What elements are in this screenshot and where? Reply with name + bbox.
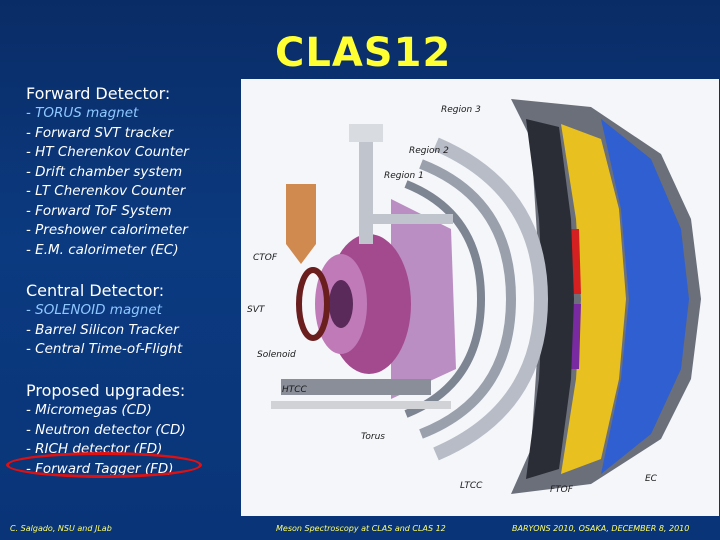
beam-pipe: [329, 280, 353, 328]
label-region1: Region 1: [384, 171, 424, 181]
list-item: - E.M. calorimeter (EC): [26, 241, 179, 258]
label-ltcc: LTCC: [460, 481, 483, 491]
central-detector-heading: Central Detector:: [26, 281, 165, 300]
list-item: - HT Cherenkov Counter: [26, 144, 189, 160]
label-htcc: HTCC: [282, 385, 308, 395]
cryostat-top: [349, 124, 383, 142]
label-ftof: FTOF: [550, 485, 574, 495]
label-solenoid: Solenoid: [257, 350, 296, 360]
support-rail: [271, 401, 451, 409]
drift-chamber-region2: [419, 159, 517, 439]
support-base: [281, 379, 431, 395]
torus-coils: [391, 199, 456, 399]
list-item: - LT Cherenkov Counter: [26, 183, 186, 199]
ftof-panels: [561, 124, 626, 474]
ec-panels: [601, 119, 689, 474]
list-item: - TORUS magnet: [26, 105, 139, 121]
label-ctof: CTOF: [253, 253, 278, 263]
label-svt: SVT: [247, 305, 266, 315]
label-region2: Region 2: [409, 146, 449, 156]
list-item: - Forward ToF System: [26, 202, 172, 219]
highlight-circle: [6, 452, 202, 478]
list-item: - Central Time-of-Flight: [26, 341, 183, 357]
upgrades-heading: Proposed upgrades:: [26, 381, 186, 400]
cryostat-feed: [373, 214, 453, 224]
list-item: - SOLENOID magnet: [26, 302, 162, 318]
drift-chamber-region1: [404, 180, 486, 418]
list-item: - Forward SVT tracker: [26, 124, 174, 141]
central-detector-list: - SOLENOID magnet - Barrel Silicon Track…: [26, 301, 182, 360]
label-torus: Torus: [361, 432, 385, 442]
label-ec: EC: [645, 474, 658, 484]
footer-conference: BARYONS 2010, OSAKA, DECEMBER 8, 2010: [512, 524, 690, 533]
footer-author: C. Salgado, NSU and JLab: [10, 524, 112, 533]
drift-chamber-region3: [433, 137, 549, 461]
list-item: - Preshower calorimeter: [26, 222, 188, 238]
detector-figure: Region 3 Region 2 Region 1 CTOF SVT Sole…: [241, 79, 719, 516]
cryostat-pipe: [359, 124, 373, 244]
detector-illustration: Region 3 Region 2 Region 1 CTOF SVT Sole…: [247, 99, 701, 495]
footer-talk-title: Meson Spectroscopy at CLAS and CLAS 12: [276, 524, 446, 533]
forward-detector-list: - TORUS magnet - Forward SVT tracker - H…: [26, 104, 189, 260]
page-title: CLAS12: [275, 30, 452, 76]
ltcc-sectors: [526, 119, 574, 479]
label-region3: Region 3: [441, 105, 481, 115]
list-item: - Drift chamber system: [26, 163, 183, 180]
forward-detector-heading: Forward Detector:: [26, 84, 171, 103]
list-item: - Barrel Silicon Tracker: [26, 321, 179, 338]
list-item: - Neutron detector (CD): [26, 421, 186, 438]
dewar: [286, 184, 316, 264]
list-item: - Micromegas (CD): [26, 402, 152, 418]
ctof-ring: [296, 267, 330, 341]
